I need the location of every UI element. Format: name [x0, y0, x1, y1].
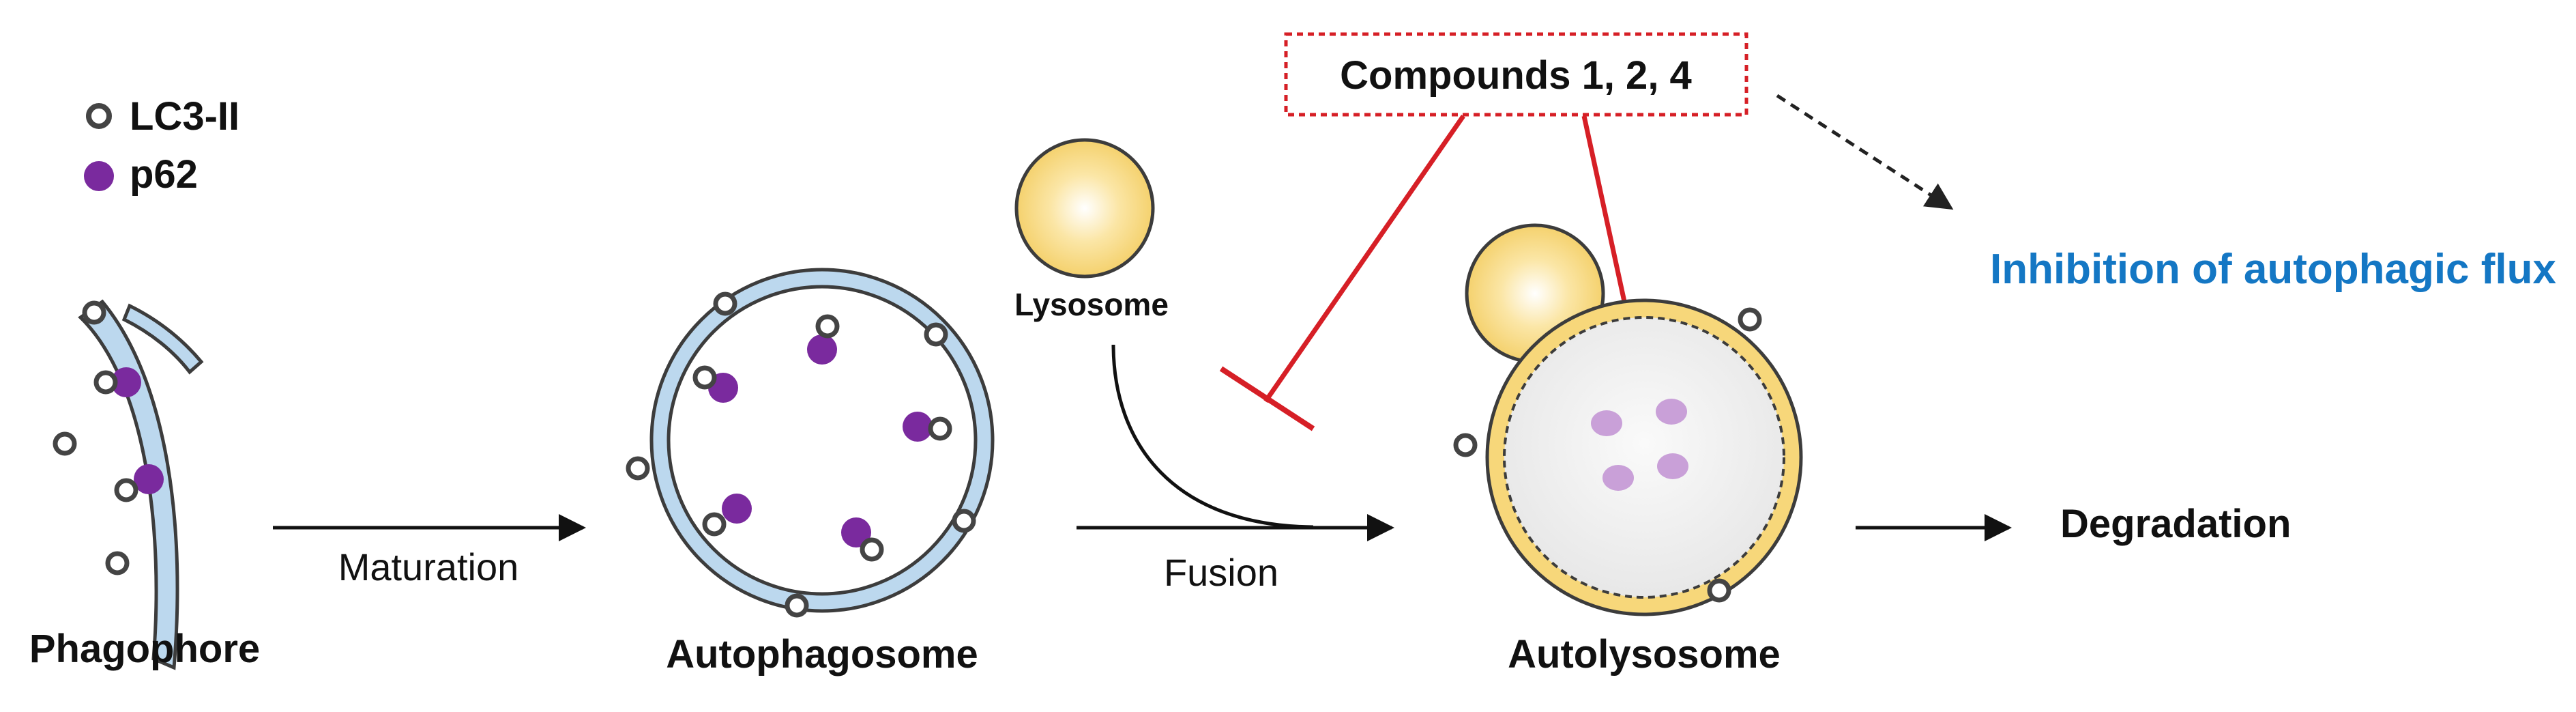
lc3-dot	[626, 456, 650, 481]
degradation-label: Degradation	[2060, 502, 2291, 546]
lysosome-label: Lysosome	[1014, 287, 1169, 322]
lc3-dot	[692, 365, 717, 390]
lc3-dot	[1738, 307, 1762, 332]
lc3-dot	[82, 300, 106, 325]
lc3-dot	[1707, 578, 1731, 603]
degraded-p62	[1591, 410, 1622, 436]
phagophore-tail	[121, 303, 204, 375]
degradation-step: Degradation	[1856, 502, 2291, 546]
lysosome-fusion-curve	[1111, 344, 1314, 529]
lc3-legend-icon	[86, 103, 112, 129]
compounds-box	[1284, 32, 1748, 117]
lc3-dot	[1453, 433, 1478, 457]
p62-dot	[841, 517, 871, 547]
p62-dot	[111, 367, 141, 397]
autophagosome: Autophagosome	[626, 268, 995, 677]
legend: LC3-II p62	[84, 94, 239, 197]
lc3-dot	[928, 416, 952, 441]
phagophore-label: Phagophore	[29, 627, 260, 671]
fusion-inhibition-bar	[1219, 366, 1315, 431]
p62-legend-icon	[84, 161, 114, 191]
lc3-legend-label: LC3-II	[130, 94, 239, 139]
lc3-dot	[702, 512, 727, 537]
p62-dot	[134, 464, 164, 494]
compounds-label: Compounds 1, 2, 4	[1340, 53, 1692, 98]
degraded-p62	[1602, 465, 1634, 491]
effect-dashed-arrow	[1776, 94, 1954, 210]
lc3-dot	[93, 370, 118, 395]
maturation-arrow: Maturation	[273, 514, 586, 588]
degraded-p62	[1657, 453, 1688, 479]
lc3-dot	[860, 537, 884, 562]
p62-dot	[807, 334, 837, 365]
lc3-dot	[105, 551, 130, 575]
effect-label: Inhibition of autophagic flux	[1990, 246, 2557, 293]
p62-legend-label: p62	[130, 152, 198, 197]
lc3-dot	[114, 478, 138, 502]
degraded-p62	[1656, 399, 1687, 425]
lc3-dot	[952, 509, 976, 533]
phagophore: Phagophore	[29, 299, 260, 671]
lc3-dot	[785, 593, 809, 618]
inhibitor-group: Compounds 1, 2, 4 Inhibition of autophag…	[1219, 32, 2557, 431]
lc3-dot	[815, 314, 840, 339]
maturation-label: Maturation	[338, 545, 519, 588]
lysosome-vesicle	[1014, 138, 1155, 279]
fusion-label: Fusion	[1164, 551, 1278, 594]
fusion-arrow: Fusion	[1077, 344, 1394, 594]
fusion-inhibition-line	[1263, 115, 1465, 403]
autolysosome: Autolysosome	[1453, 223, 1803, 677]
autolysosome-label: Autolysosome	[1508, 632, 1781, 677]
lc3-dot	[713, 291, 737, 316]
lysosome: Lysosome	[1014, 138, 1169, 322]
p62-dot	[722, 494, 752, 524]
autophagosome-label: Autophagosome	[666, 632, 978, 677]
lc3-dot	[53, 431, 77, 456]
lc3-dot	[924, 322, 948, 347]
autolysosome-lumen	[1503, 316, 1785, 599]
p62-dot	[903, 412, 933, 442]
